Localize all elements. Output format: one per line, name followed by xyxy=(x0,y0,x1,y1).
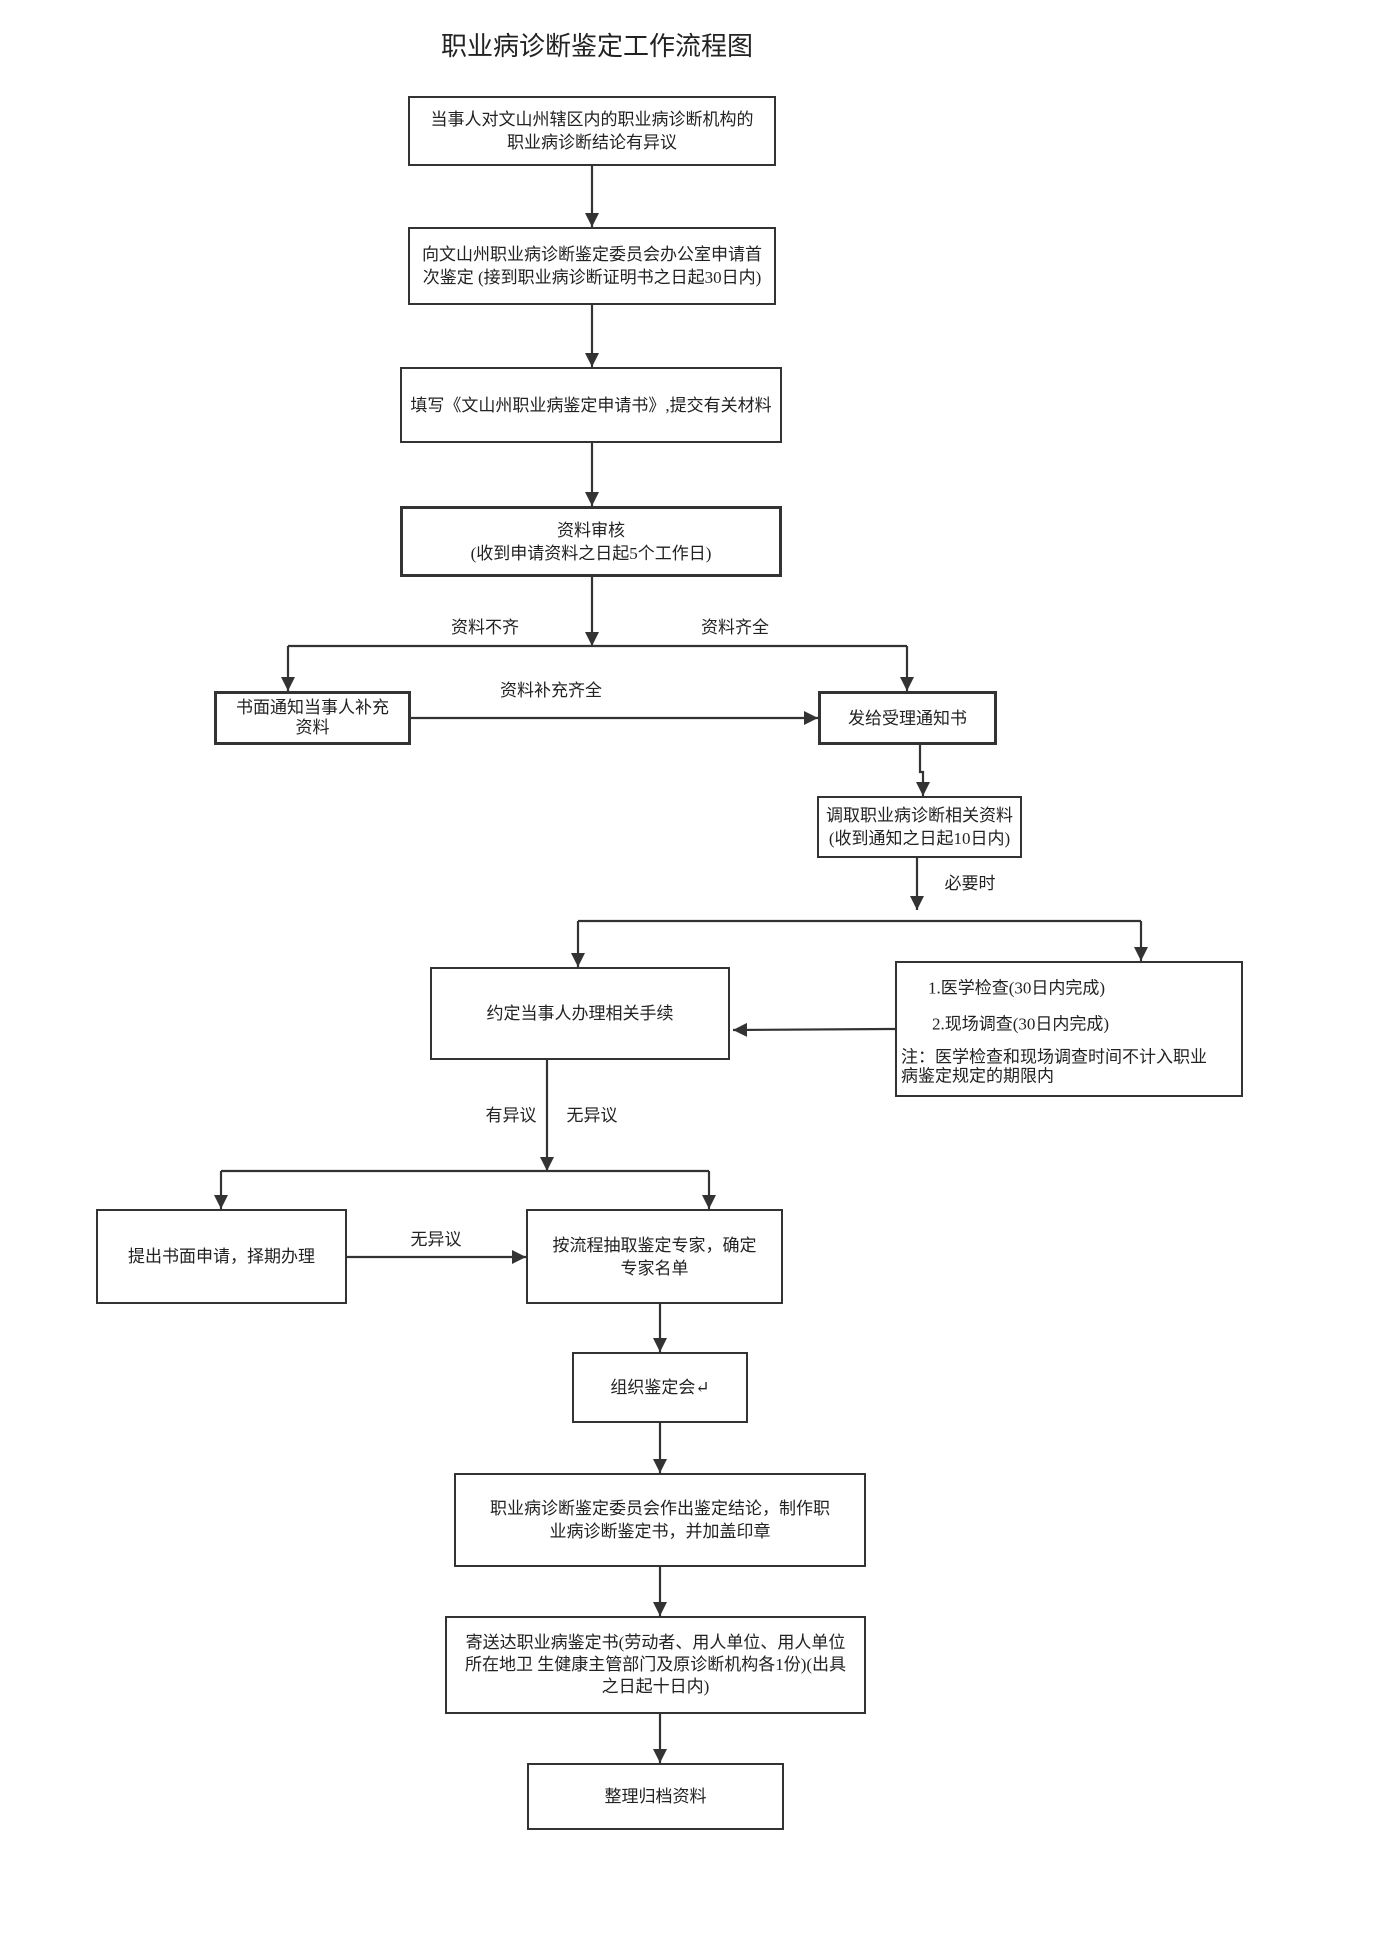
node-text-line: 按流程抽取鉴定专家，确定 xyxy=(552,1235,757,1255)
node-text-line: 组织鉴定会↵ xyxy=(610,1378,710,1397)
node-text-line: 寄送达职业病鉴定书(劳动者、用人单位、用人单位 xyxy=(465,1633,846,1652)
node-first-appraisal-application: 向文山州职业病诊断鉴定委员会办公室申请首 次鉴定 (接到职业病诊断证明书之日起3… xyxy=(408,227,776,305)
node-text-line: 提出书面申请，择期办理 xyxy=(128,1247,315,1266)
node-text-line: 职业病诊断结论有异议 xyxy=(507,133,677,152)
investigation-note-line: 注：医学检查和现场调查时间不计入职业 xyxy=(901,1047,1207,1067)
node-text-line: 向文山州职业病诊断鉴定委员会办公室申请首 xyxy=(422,245,762,264)
node-select-experts: 按流程抽取鉴定专家，确定 专家名单 xyxy=(526,1209,783,1304)
edge-label-objection: 有异议 xyxy=(485,1106,537,1125)
node-text-line: 调取职业病诊断相关资料 xyxy=(826,806,1013,825)
node-text-line: 约定当事人办理相关手续 xyxy=(486,1004,674,1023)
node-document-review: 资料审核 (收到申请资料之日起5个工作日) xyxy=(400,506,782,577)
node-deliver-certificate: 寄送达职业病鉴定书(劳动者、用人单位、用人单位 所在地卫 生健康主管部门及原诊断… xyxy=(445,1616,866,1714)
node-notify-supplement: 书面通知当事人补充 资料 xyxy=(214,691,411,745)
node-text-line: 业病诊断鉴定书，并加盖印章 xyxy=(549,1522,771,1541)
node-fill-application-form: 填写《文山州职业病鉴定申请书》,提交有关材料 xyxy=(400,367,782,443)
investigation-item-medical: 1.医学检查(30日内完成) xyxy=(928,978,1106,998)
node-text-line: 次鉴定 (接到职业病诊断证明书之日起30日内) xyxy=(422,268,762,287)
node-text-line: 专家名单 xyxy=(620,1258,689,1278)
node-dispute: 当事人对文山州辖区内的职业病诊断机构的 职业病诊断结论有异议 xyxy=(408,96,776,166)
edge-label-supplemented: 资料补充齐全 xyxy=(500,681,602,700)
node-text-line: (收到通知之日起10日内) xyxy=(828,829,1011,848)
edge-label-when-necessary: 必要时 xyxy=(944,874,996,893)
node-text-line: 之日起十日内) xyxy=(601,1677,710,1696)
node-issue-acceptance-notice: 发给受理通知书 xyxy=(818,691,997,745)
node-text-line: 资料 xyxy=(295,718,330,737)
edge-label-no-objection: 无异议 xyxy=(566,1106,618,1125)
node-text-line: (收到申请资料之日起5个工作日) xyxy=(470,543,712,563)
investigation-note-line: 病鉴定规定的期限内 xyxy=(901,1066,1054,1086)
investigation-item-site: 2.现场调查(30日内完成) xyxy=(932,1014,1110,1034)
page-title: 职业病诊断鉴定工作流程图 xyxy=(440,32,753,61)
node-organize-meeting: 组织鉴定会↵ xyxy=(572,1352,748,1423)
edge-label-no-objection-written: 无异议 xyxy=(410,1230,462,1249)
arrow-acceptance-to-retrieve xyxy=(916,745,930,796)
node-make-conclusion: 职业病诊断鉴定委员会作出鉴定结论，制作职 业病诊断鉴定书，并加盖印章 xyxy=(454,1473,866,1567)
node-text-line: 所在地卫 生健康主管部门及原诊断机构各1份)(出具 xyxy=(464,1655,847,1674)
node-text-line: 职业病诊断鉴定委员会作出鉴定结论，制作职 xyxy=(490,1499,830,1518)
node-arrange-procedures: 约定当事人办理相关手续 xyxy=(430,967,730,1060)
edge-label-incomplete: 资料不齐 xyxy=(451,618,519,637)
node-text-line: 资料审核 xyxy=(557,520,625,540)
node-text-line: 填写《文山州职业病鉴定申请书》,提交有关材料 xyxy=(410,395,772,415)
node-text-line: 发给受理通知书 xyxy=(848,708,967,728)
node-medical-and-site-investigation: 1.医学检查(30日内完成) 2.现场调查(30日内完成) 注：医学检查和现场调… xyxy=(895,961,1243,1097)
node-written-application: 提出书面申请，择期办理 xyxy=(96,1209,347,1304)
arrow-investigation-to-arrange xyxy=(732,1022,896,1037)
node-text-line: 书面通知当事人补充 xyxy=(236,698,389,717)
node-text-line: 当事人对文山州辖区内的职业病诊断机构的 xyxy=(430,110,754,129)
node-archive-materials: 整理归档资料 xyxy=(527,1763,784,1830)
edge-label-complete: 资料齐全 xyxy=(701,618,769,637)
node-retrieve-diagnosis-materials: 调取职业病诊断相关资料 (收到通知之日起10日内) xyxy=(817,796,1022,858)
node-text-line: 整理归档资料 xyxy=(604,1787,707,1806)
